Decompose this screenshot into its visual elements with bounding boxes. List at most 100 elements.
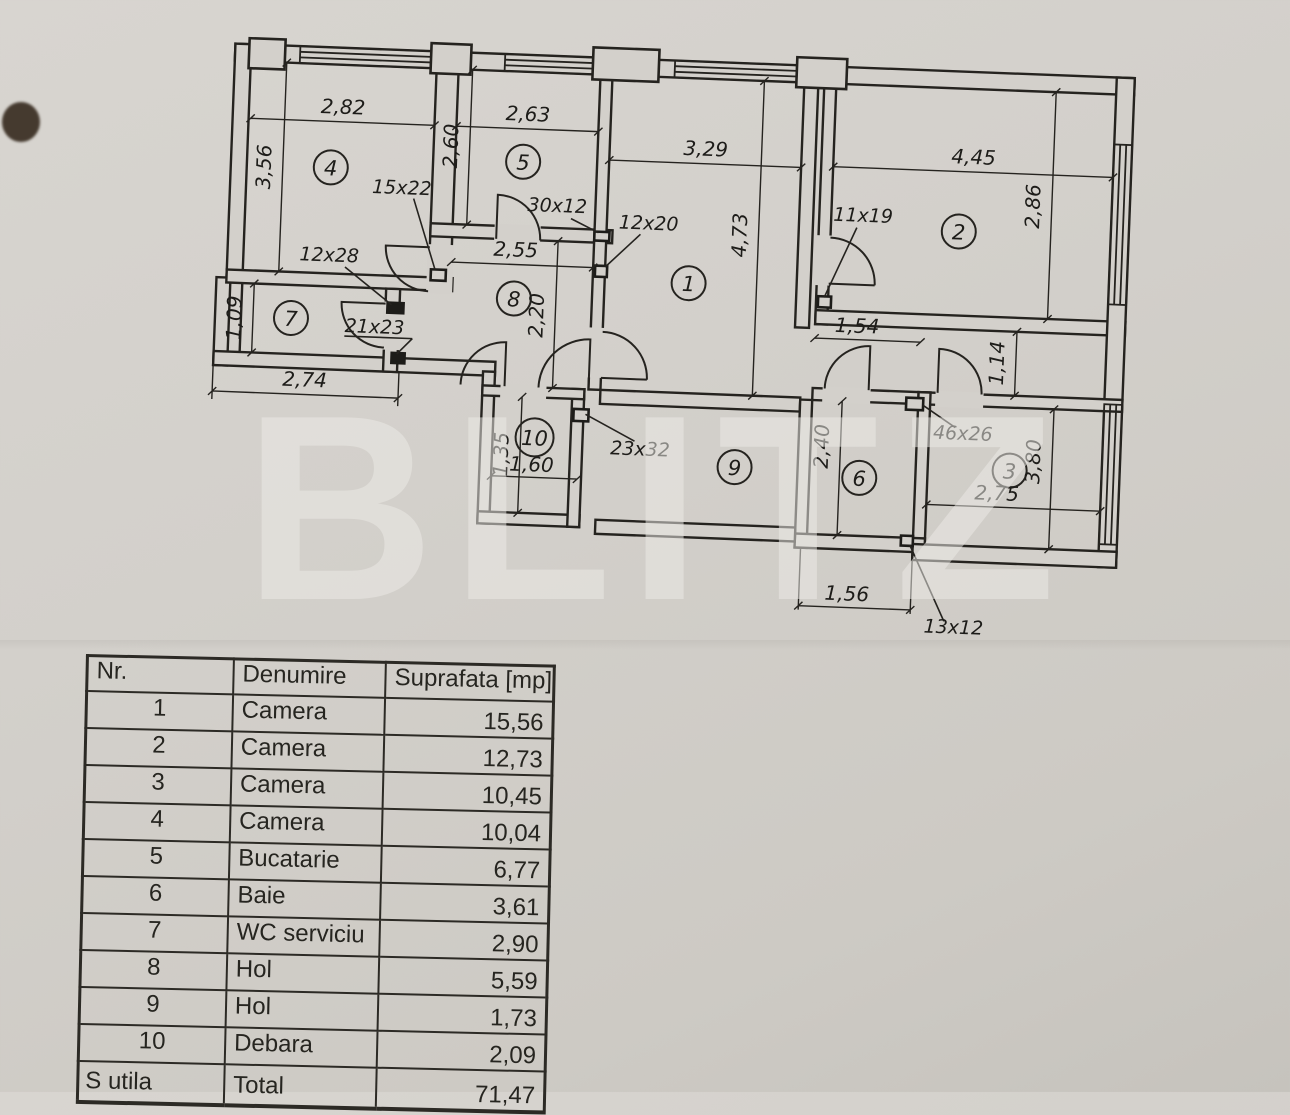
dim-room4-width: 2,82 [320, 94, 365, 120]
dim-room1-height: 4,73 [727, 212, 753, 257]
leader-lines [344, 198, 956, 622]
wall-piers [247, 36, 849, 91]
room-number-10: 10 [521, 426, 549, 451]
cell-area: 2,90 [379, 919, 549, 961]
duct-label-30x12: 30x12 [527, 194, 587, 218]
paper-crease [0, 640, 1290, 650]
room-number-1: 1 [681, 272, 695, 296]
dim-room4-height: 3,56 [251, 144, 277, 189]
dim-room10-width: 1,60 [509, 451, 554, 477]
cell-name: Bucatarie [228, 842, 382, 883]
cell-name: Baie [228, 879, 382, 920]
cell-name: Hol [226, 953, 380, 994]
windows [298, 45, 1134, 546]
cell-name: Camera [232, 694, 386, 735]
door-hall [537, 338, 592, 390]
duct-label-11x19: 11x19 [833, 204, 893, 228]
dim-room5-height: 2,60 [438, 123, 464, 168]
door-room3 [936, 347, 983, 395]
cell-nr: 3 [84, 765, 232, 806]
cell-nr: 6 [81, 875, 229, 917]
duct-label-23x32: 23x32 [610, 437, 670, 461]
duct-label-12x20: 12x20 [618, 211, 678, 235]
room-number-2: 2 [952, 220, 966, 244]
duct-label-12x28: 12x28 [299, 243, 359, 267]
cell-nr: 9 [79, 986, 227, 1028]
punch-hole [2, 102, 40, 142]
dim-room6-height: 2,40 [809, 424, 835, 469]
cell-nr: 8 [79, 949, 228, 991]
header-nr: Nr. [86, 655, 234, 695]
door-room6 [823, 345, 872, 391]
cell-name: Camera [229, 805, 383, 846]
cell-nr: 2 [84, 728, 233, 769]
dim-room7-height: 1,09 [221, 295, 247, 340]
room-number-7: 7 [284, 307, 299, 332]
duct-12x28 [385, 301, 405, 315]
dim-hall8-width: 2,55 [493, 237, 538, 263]
dim-vestibule-width: 1,54 [834, 313, 879, 339]
header-name: Denumire [233, 658, 387, 698]
cell-area: 2,09 [376, 1030, 546, 1072]
cell-nr: 10 [78, 1023, 226, 1065]
duct-15x22 [429, 267, 448, 283]
cell-area: 1,73 [377, 993, 547, 1035]
total-area-value: 71,47 [375, 1067, 546, 1113]
cell-area: 5,59 [378, 956, 548, 998]
cell-nr: 5 [82, 838, 230, 880]
cell-name: Debara [224, 1027, 378, 1068]
room-number-5: 5 [516, 151, 530, 175]
dimension-lines [207, 58, 1118, 615]
duct-30x12 [592, 230, 611, 243]
dim-room1-width: 3,29 [683, 136, 728, 162]
dim-room2-width: 4,45 [951, 144, 996, 170]
duct-label-15x22: 15x22 [372, 176, 432, 200]
duct-label-21x23: 21x23 [344, 315, 404, 339]
dim-hall8-height: 2,20 [523, 293, 549, 338]
door-room5 [495, 193, 542, 241]
door-room1 [600, 330, 648, 381]
cell-area: 6,77 [381, 845, 551, 887]
dim-room3-width: 2,75 [974, 480, 1019, 506]
floor-plan: 1 2 3 4 5 6 7 8 9 10 2,82 3,56 2,63 2,60… [182, 14, 1166, 690]
window-room1 [673, 59, 798, 84]
duct-label-46x26: 46x26 [933, 422, 993, 446]
duct-12x20 [593, 264, 609, 279]
dimension-labels: 2,82 3,56 2,63 2,60 3,29 4,73 4,45 2,86 … [221, 94, 1046, 607]
window-room4 [298, 45, 433, 70]
room-number-9: 9 [727, 456, 741, 480]
cell-area: 12,73 [383, 734, 553, 776]
cell-nr: 1 [85, 691, 234, 732]
ducts [385, 230, 925, 548]
door-room7 [340, 300, 386, 349]
doors [340, 193, 983, 395]
room-number-8: 8 [507, 287, 521, 311]
dim-room5-width: 2,63 [505, 101, 550, 127]
room-circles [272, 143, 1028, 496]
total-name: Total [223, 1064, 377, 1109]
cell-name: Camera [231, 731, 385, 772]
door-room4 [384, 244, 430, 293]
cell-name: Hol [225, 990, 379, 1031]
total-label: S utila [77, 1060, 225, 1106]
cell-nr: 7 [80, 912, 229, 954]
room-area-table: Nr. Denumire Suprafata [mp] 1 Camera 15,… [75, 654, 556, 1115]
window-room5 [503, 53, 595, 76]
room-number-3: 3 [1002, 459, 1016, 483]
room-numbers: 1 2 3 4 5 6 7 8 9 10 [284, 151, 1017, 492]
duct-21x23 [389, 351, 407, 365]
cell-nr: 4 [83, 801, 231, 843]
duct-labels: 15x22 12x28 30x12 12x20 11x19 21x23 23x3… [299, 176, 993, 640]
cell-area: 10,45 [382, 771, 552, 813]
cell-area: 10,04 [381, 808, 552, 850]
duct-11x19 [816, 294, 833, 310]
floor-plan-drawing: 1 2 3 4 5 6 7 8 9 10 2,82 3,56 2,63 2,60… [207, 36, 1137, 640]
dim-room7-width: 2,74 [282, 367, 327, 393]
dim-vestibule-height: 1,14 [984, 340, 1010, 385]
dim-room6-width: 1,56 [824, 581, 869, 607]
window-room2 [1107, 143, 1134, 306]
door-room10 [459, 341, 508, 387]
header-area: Suprafata [mp] [385, 662, 555, 702]
dim-room10-height: 1,35 [488, 431, 514, 476]
